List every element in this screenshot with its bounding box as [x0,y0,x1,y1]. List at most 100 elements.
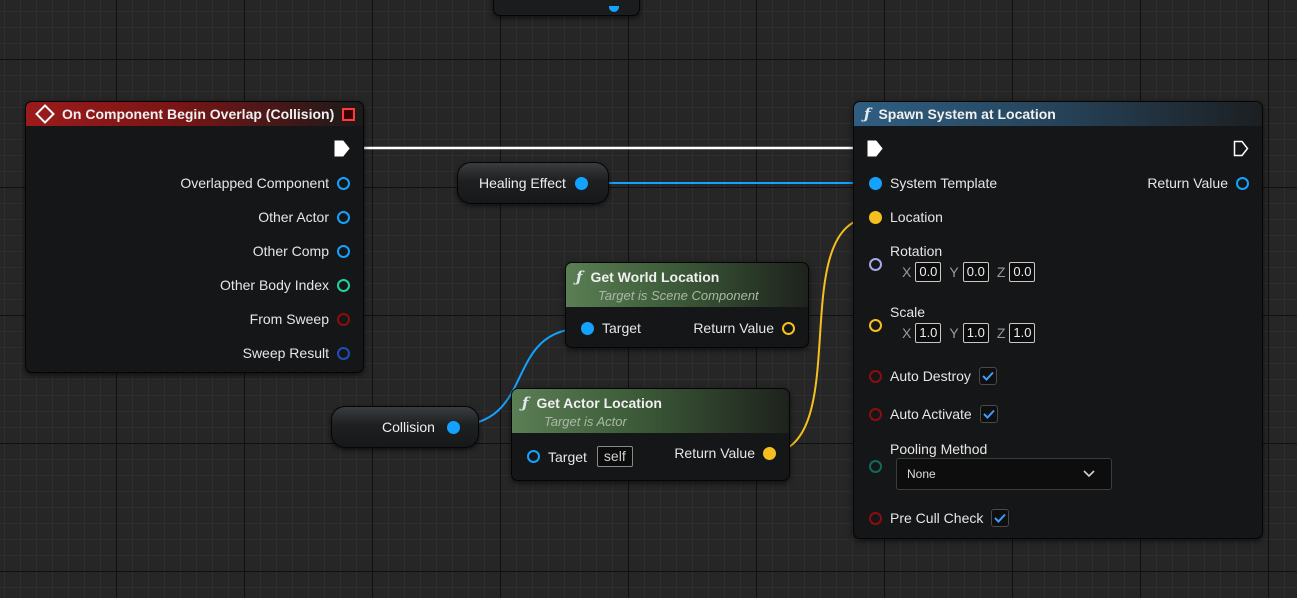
pre-cull-check-pin[interactable] [869,511,882,525]
checkmark-icon [994,513,1007,523]
checkmark-icon [982,371,994,381]
event-output-pin-label: Overlapped Component [180,175,329,191]
scale-label-row: Scale [890,304,925,320]
auto-activate-checkbox[interactable] [979,405,998,423]
event-output-pin-row[interactable]: Other Comp [253,243,350,259]
auto-destroy-row[interactable]: Auto Destroy [869,367,997,385]
scale-x-field[interactable]: 1.0 [915,323,942,343]
spawn-return-value-row[interactable]: Return Value [1147,175,1249,191]
spawn-system-header[interactable]: ƒ Spawn System at Location [854,102,1262,126]
auto-destroy-checkbox[interactable] [978,367,997,385]
get-actor-location-header[interactable]: ƒ Get Actor Location Target is Actor [512,389,789,433]
event-output-pin[interactable] [337,346,350,360]
collision-label: Collision [382,419,435,435]
get-world-location-return-pin[interactable] [782,321,795,335]
get-actor-location-return-pin[interactable] [763,446,776,460]
spawn-exec-in-pin[interactable] [867,140,883,157]
scale-values-row[interactable]: X 1.0 Y 1.0 Z 1.0 [902,323,1043,343]
rotation-label: Rotation [890,243,943,259]
event-output-pin-row[interactable]: Other Body Index [220,277,350,293]
red-square-icon [342,108,355,121]
event-output-pin-label: Other Body Index [220,277,329,293]
get-world-location-target-label: Target [602,320,641,336]
system-template-pin[interactable] [869,176,882,190]
event-output-pin[interactable] [337,312,350,326]
collision-variable-node[interactable]: Collision [331,406,479,448]
rotation-y-axis: Y [949,264,959,280]
pooling-method-label-row: Pooling Method [890,441,987,457]
event-output-pin-label: From Sweep [249,311,329,327]
rotation-y-field[interactable]: 0.0 [962,262,989,282]
event-output-pin[interactable] [337,278,350,292]
event-output-pin-row[interactable]: Overlapped Component [180,175,350,191]
get-actor-location-target-row[interactable]: Target self [527,446,633,467]
get-actor-location-self-field[interactable]: self [596,446,633,467]
auto-activate-row[interactable]: Auto Activate [869,405,998,423]
spawn-return-value-label: Return Value [1147,175,1228,191]
rotation-x-field[interactable]: 0.0 [915,262,942,282]
get-world-location-target-row[interactable]: Target [581,320,641,336]
location-label: Location [890,209,943,225]
event-node-component-begin-overlap[interactable]: On Component Begin Overlap (Collision) O… [25,101,364,373]
get-world-location-node[interactable]: ƒ Get World Location Target is Scene Com… [565,262,809,348]
get-actor-location-subtitle: Target is Actor [544,413,627,429]
pre-cull-check-label: Pre Cull Check [890,510,984,526]
location-row[interactable]: Location [869,209,943,225]
auto-activate-label: Auto Activate [890,406,972,422]
event-output-pin-label: Sweep Result [242,345,329,361]
spawn-exec-out-pin[interactable] [1233,140,1249,157]
event-output-pin[interactable] [337,210,350,224]
location-pin[interactable] [869,210,882,224]
healing-effect-variable-node[interactable]: Healing Effect [457,162,609,204]
auto-destroy-label: Auto Destroy [890,368,971,384]
event-exec-out-pin[interactable] [334,140,350,157]
healing-effect-out-pin[interactable] [575,177,588,190]
function-icon: ƒ [522,393,529,412]
rotation-z-axis: Z [996,264,1006,280]
get-actor-location-return-row[interactable]: Return Value [674,445,776,461]
event-diamond-icon [35,104,55,124]
collision-out-pin[interactable] [447,421,460,434]
scale-y-field[interactable]: 1.0 [962,323,989,343]
partial-node-pin[interactable] [609,6,619,12]
get-world-location-title: Get World Location [590,268,720,285]
pre-cull-check-row[interactable]: Pre Cull Check [869,509,1010,527]
rotation-label-row: Rotation [890,243,942,259]
event-output-pin[interactable] [337,176,350,190]
spawn-system-at-location-node[interactable]: ƒ Spawn System at Location System Templa… [853,101,1263,539]
get-world-location-target-pin[interactable] [581,321,594,335]
get-actor-location-target-label: Target [548,448,587,465]
scale-pin[interactable] [869,319,882,332]
system-template-label: System Template [890,175,998,191]
pooling-method-value: None [907,467,936,481]
rotation-pin[interactable] [869,258,882,271]
event-output-pin-row[interactable]: From Sweep [250,311,350,327]
function-icon: ƒ [864,105,871,123]
scale-x-axis: X [902,325,912,341]
chevron-down-icon [1083,470,1095,478]
event-output-pin-row[interactable]: Sweep Result [243,345,350,361]
function-icon: ƒ [576,267,583,286]
event-node-header[interactable]: On Component Begin Overlap (Collision) [26,102,363,126]
pre-cull-check-checkbox[interactable] [991,509,1010,527]
spawn-return-value-pin[interactable] [1236,176,1249,190]
get-world-location-return-row[interactable]: Return Value [693,320,795,336]
event-output-pin-row[interactable]: Other Actor [258,209,350,225]
get-world-location-header[interactable]: ƒ Get World Location Target is Scene Com… [566,263,808,307]
get-actor-location-target-pin[interactable] [527,450,540,463]
healing-effect-label: Healing Effect [479,175,566,191]
auto-activate-pin[interactable] [869,407,882,421]
scale-z-field[interactable]: 1.0 [1009,323,1036,343]
event-output-pin[interactable] [337,244,350,258]
rotation-values-row[interactable]: X 0.0 Y 0.0 Z 0.0 [902,262,1043,282]
rotation-z-field[interactable]: 0.0 [1009,262,1036,282]
scale-z-axis: Z [996,325,1006,341]
event-output-pin-label: Other Comp [252,243,329,259]
pooling-method-dropdown[interactable]: None [896,458,1112,490]
system-template-row[interactable]: System Template [869,175,997,191]
pooling-method-pin[interactable] [869,460,882,473]
rotation-x-axis: X [902,264,912,280]
auto-destroy-pin[interactable] [869,369,882,383]
partial-node-top[interactable] [493,0,640,16]
get-actor-location-node[interactable]: ƒ Get Actor Location Target is Actor Tar… [511,388,790,481]
